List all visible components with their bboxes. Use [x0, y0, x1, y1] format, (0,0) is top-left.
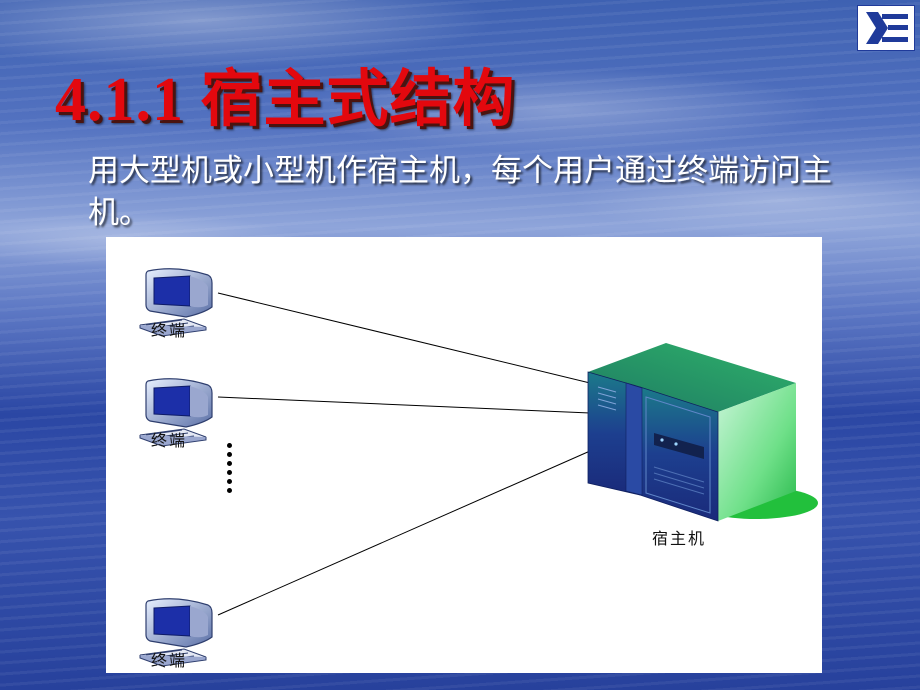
diagram-canvas — [139, 268, 818, 667]
ellipsis-dots — [227, 443, 233, 497]
terminal-label: 终端 — [151, 651, 188, 670]
connection-line — [217, 292, 591, 384]
connection-line — [217, 450, 591, 616]
slide-description: 用大型机或小型机作宿主机，每个用户通过终端访问主机。 — [88, 153, 832, 231]
host-label: 宿主机 — [652, 529, 707, 548]
page-title: 4.1.1 宿主式结构 — [55, 66, 516, 134]
connection-line — [217, 396, 591, 414]
host-architecture-diagram: 终端 终端 终端 宿主机 — [106, 237, 822, 673]
institution-logo — [857, 5, 915, 51]
terminal-label: 终端 — [151, 321, 188, 340]
terminal-label: 终端 — [151, 431, 188, 450]
host-server-icon — [587, 343, 818, 522]
connection-lines — [217, 292, 591, 616]
